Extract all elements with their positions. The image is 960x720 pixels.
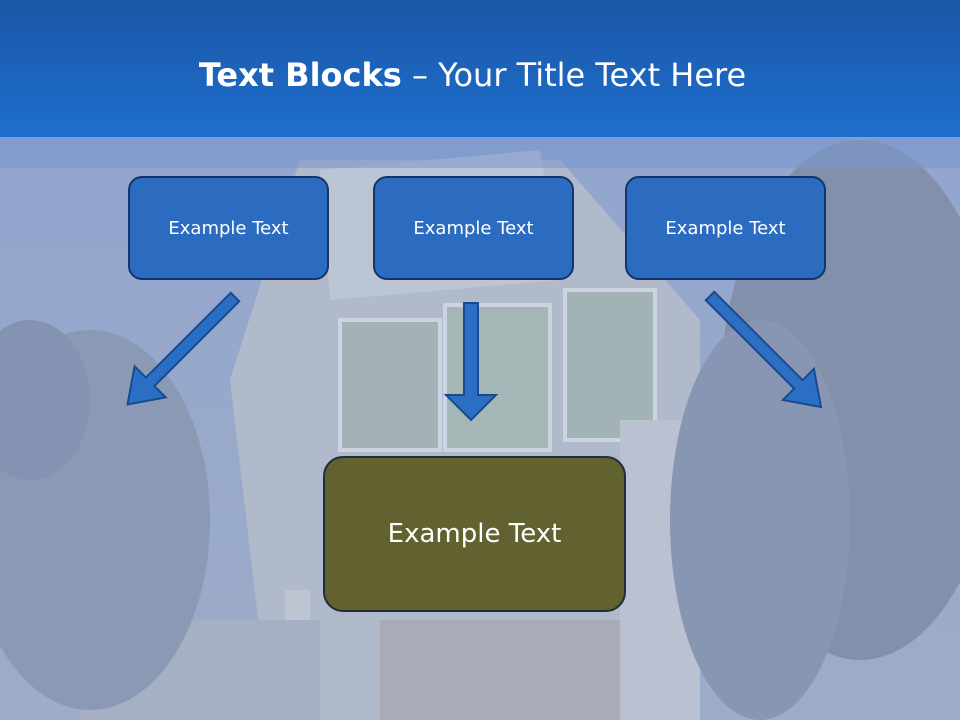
title-bar: Text Blocks – Your Title Text Here: [0, 0, 960, 137]
arrow-left: [126, 291, 241, 406]
arrow-middle: [443, 302, 499, 422]
text-block-left[interactable]: Example Text: [128, 176, 329, 280]
text-block-left-label: Example Text: [168, 217, 289, 239]
text-block-center-label: Example Text: [387, 519, 562, 549]
title-subband: [0, 137, 960, 168]
text-block-middle-label: Example Text: [413, 217, 534, 239]
arrow-right: [704, 290, 823, 409]
text-block-right-label: Example Text: [665, 217, 786, 239]
title-rest: – Your Title Text Here: [401, 56, 747, 94]
text-block-middle[interactable]: Example Text: [373, 176, 574, 280]
slide-title: Text Blocks – Your Title Text Here: [0, 55, 945, 95]
text-block-center[interactable]: Example Text: [323, 456, 626, 612]
title-bold: Text Blocks: [198, 56, 402, 94]
text-block-right[interactable]: Example Text: [625, 176, 826, 280]
